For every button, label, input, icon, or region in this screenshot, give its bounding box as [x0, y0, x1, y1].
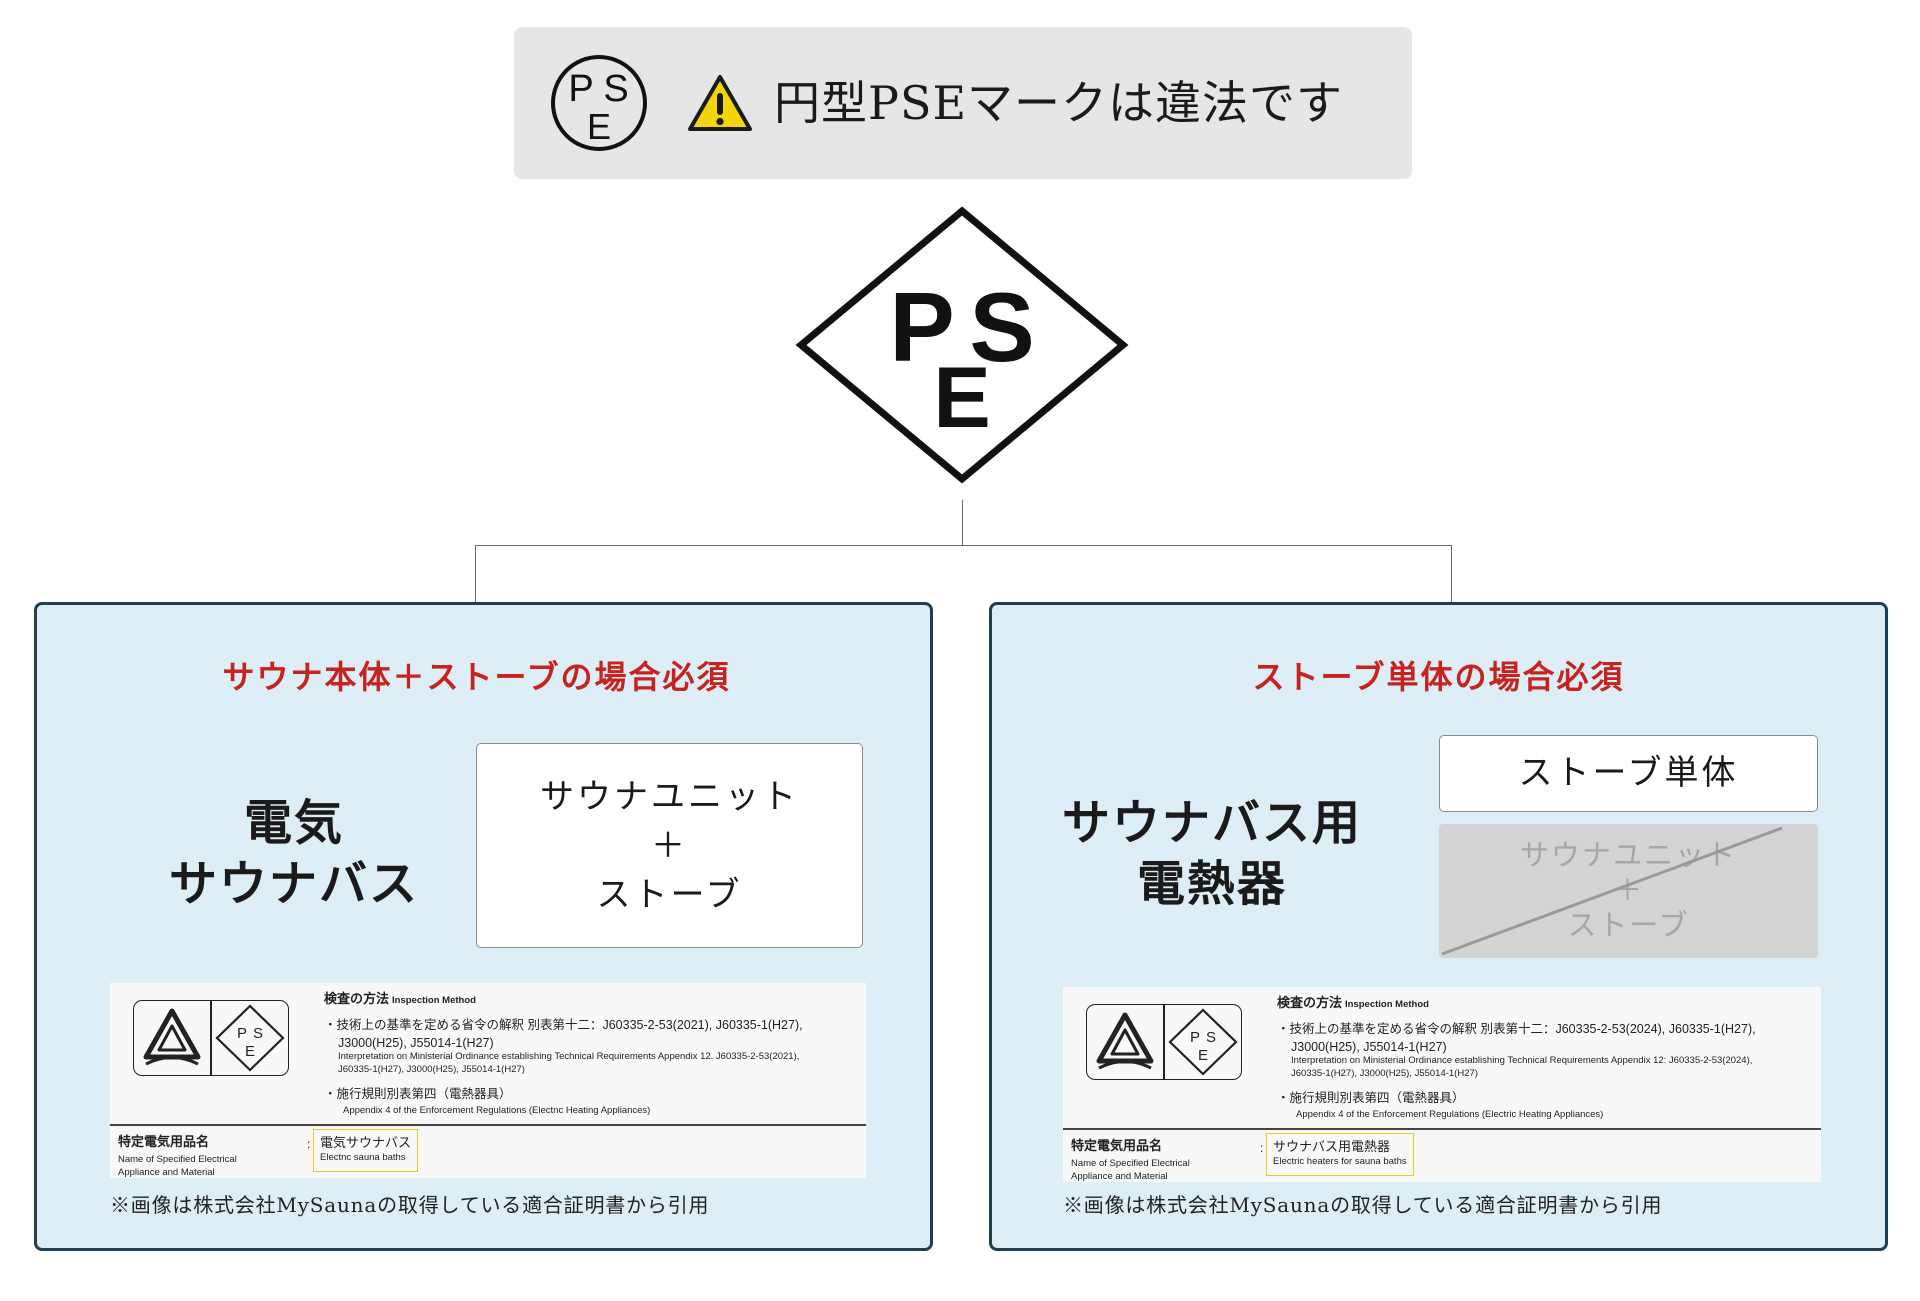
small-diamond-letter-p: P — [1190, 1029, 1200, 1046]
product-category-line: 電熱器 — [1136, 856, 1287, 912]
excluded-scope-line: ストーブ — [1567, 908, 1690, 942]
small-diamond-letter-e: E — [245, 1043, 255, 1060]
strikethrough-diagonal — [1441, 826, 1783, 956]
requirement-title: ストーブ単体の場合必須 — [1252, 658, 1625, 696]
product-name-ja: サウナバス用電熱器 — [1273, 1139, 1391, 1154]
diamond-pse-mark-icon: P S E — [795, 206, 1129, 484]
certificate-logo-divider — [210, 1001, 212, 1075]
small-diamond-letter-e: E — [1198, 1047, 1208, 1064]
source-footnote: ※画像は株式会社MySaunaの取得している適合証明書から引用 — [1063, 1193, 1663, 1217]
product-name-en: Electric heaters for sauna baths — [1273, 1156, 1407, 1167]
connector-stem — [962, 500, 963, 545]
triangle-mark-wave — [1098, 1060, 1152, 1070]
product-name-label-en: Appliance and Material — [118, 1167, 215, 1178]
warning-exclamation-bar — [717, 93, 723, 115]
product-category-line: サウナバス用 — [1061, 795, 1362, 851]
certificate-logo-divider — [1163, 1005, 1165, 1079]
product-category-line: サウナバス — [168, 856, 419, 912]
connector-bar — [475, 545, 1452, 546]
inspection-item-en-cont: J60335-1(H27), J3000(H25), J55014-1(H27) — [338, 1064, 525, 1075]
scope-line: ストーブ — [596, 875, 743, 915]
small-diamond-outline — [215, 1004, 285, 1072]
triangle-mark-inner — [1110, 1028, 1140, 1056]
triangle-mark-inner — [157, 1024, 187, 1052]
strikethrough-line — [1441, 826, 1783, 956]
product-name-label-en: Name of Specified Electrical — [118, 1154, 237, 1165]
inspection-item-ja-cont: J3000(H25), J55014-1(H27) — [338, 1036, 494, 1050]
small-diamond-letter-p: P — [237, 1025, 247, 1042]
panel-sauna-with-stove: サウナ本体＋ストーブの場合必須 電気 サウナバス サウナユニット ＋ ストーブ … — [34, 602, 933, 1251]
inspection-item-ja: ・技術上の基準を定める省令の解釈 別表第十二：J60335-2-53(2024)… — [1277, 1022, 1756, 1036]
product-name-label-ja: 特定電気用品名 — [1071, 1138, 1163, 1153]
inspection-item-en: Appendix 4 of the Enforcement Regulation… — [1296, 1109, 1604, 1120]
scope-box: ストーブ単体 — [1439, 735, 1818, 812]
scope-plus: ＋ — [651, 826, 688, 866]
inspection-item-ja: ・技術上の基準を定める省令の解釈 別表第十二：J60335-2-53(2021)… — [324, 1018, 803, 1032]
inspection-method-heading-en: Inspection Method — [392, 995, 476, 1006]
product-category: サウナバス用 電熱器 — [1042, 793, 1382, 915]
circle-pse-mark-icon: P S E — [551, 55, 647, 151]
requirement-title: サウナ本体＋ストーブの場合必須 — [222, 658, 731, 696]
excluded-scope-box: サウナユニット ＋ ストーブ — [1439, 824, 1818, 958]
excluded-scope-line: サウナユニット — [1519, 838, 1737, 872]
inspection-item-en: Interpretation on Ministerial Ordinance … — [338, 1051, 800, 1062]
product-name-label-en: Name of Specified Electrical — [1071, 1158, 1190, 1169]
banner-warning-text: 円型PSEマークは違法です — [774, 76, 1344, 130]
connector-drop-left — [475, 545, 476, 602]
scope-box: サウナユニット ＋ ストーブ — [476, 743, 863, 948]
circle-mark-letter-p: P — [568, 68, 593, 110]
inspection-method-heading-ja: 検査の方法 — [324, 991, 390, 1006]
panel-stove-only: ストーブ単体の場合必須 サウナバス用 電熱器 ストーブ単体 サウナユニット ＋ … — [989, 602, 1888, 1251]
certificate-divider — [1063, 1128, 1821, 1130]
product-name-en: Electnc sauna baths — [320, 1152, 406, 1163]
warning-exclamation-dot — [716, 117, 724, 126]
product-name-separator: : — [307, 1137, 311, 1151]
inspection-item-ja-cont: J3000(H25), J55014-1(H27) — [1291, 1040, 1447, 1054]
triangle-certification-mark-icon — [143, 1008, 201, 1066]
source-footnote: ※画像は株式会社MySaunaの取得している適合証明書から引用 — [110, 1193, 710, 1217]
diamond-pse-mark-icon: P S E — [215, 1004, 285, 1072]
warning-triangle-icon — [688, 75, 752, 131]
diamond-mark-letter-e: E — [933, 350, 990, 446]
small-diamond-letter-s: S — [1206, 1029, 1216, 1046]
inspection-item-en-cont: J60335-1(H27), J3000(H25), J55014-1(H27) — [1291, 1068, 1478, 1079]
connector-drop-right — [1451, 545, 1452, 602]
inspection-item-ja: ・施行規則別表第四（電熱器具） — [324, 1087, 512, 1101]
circle-mark-ring — [551, 55, 647, 151]
product-name-separator: : — [1260, 1141, 1264, 1155]
diamond-mark-letter-s: S — [969, 272, 1034, 382]
circle-mark-letter-e: E — [587, 106, 611, 147]
product-name-label-ja: 特定電気用品名 — [118, 1134, 210, 1149]
certificate-logo-box: P S E — [1086, 1004, 1242, 1080]
illegal-circle-mark-banner: P S E 円型PSEマークは違法です — [514, 27, 1412, 179]
product-category: 電気 サウナバス — [134, 793, 454, 915]
highlighted-product-name: サウナバス用電熱器 Electric heaters for sauna bat… — [1266, 1133, 1414, 1176]
product-category-line: 電気 — [243, 795, 344, 851]
inspection-method-heading-en: Inspection Method — [1345, 999, 1429, 1010]
diamond-mark-letter-p: P — [889, 272, 954, 382]
small-diamond-outline — [1168, 1008, 1238, 1076]
diamond-mark-outline — [795, 206, 1129, 484]
circle-mark-letter-s: S — [603, 68, 628, 110]
triangle-mark-wave — [145, 1056, 199, 1066]
highlighted-product-name: 電気サウナバス Electnc sauna baths — [313, 1129, 419, 1172]
scope-line: ストーブ単体 — [1518, 753, 1739, 793]
inspection-method-heading-ja: 検査の方法 — [1277, 995, 1343, 1010]
certificate-divider — [110, 1124, 866, 1126]
scope-line: サウナユニット — [540, 777, 799, 817]
inspection-item-en: Appendix 4 of the Enforcement Regulation… — [343, 1105, 651, 1116]
triangle-certification-mark-icon — [1096, 1012, 1154, 1070]
product-name-ja: 電気サウナバス — [320, 1135, 412, 1150]
diamond-pse-mark-icon: P S E — [1168, 1008, 1238, 1076]
product-name-label-en: Appliance and Material — [1071, 1171, 1168, 1182]
small-diamond-letter-s: S — [253, 1025, 263, 1042]
inspection-item-en: Interpretation on Ministerial Ordinance … — [1291, 1055, 1753, 1066]
inspection-item-ja: ・施行規則別表第四（電熱器具） — [1277, 1091, 1465, 1105]
certificate-logo-box: P S E — [133, 1000, 289, 1076]
